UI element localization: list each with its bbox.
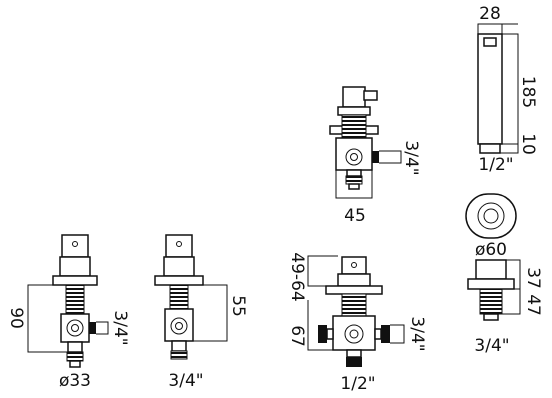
valve-unit-a: 90 3/4" ø33 [6, 234, 130, 391]
dim-f-projection: 47 [523, 294, 543, 316]
dim-a-diameter: ø33 [59, 371, 91, 391]
dim-c-width: 45 [344, 206, 366, 226]
valve-unit-c: 45 3/4" [329, 86, 421, 226]
outlet-unit-f: ø60 37 47 3/4" [465, 193, 543, 356]
dim-e-length: 185 [518, 76, 538, 108]
dim-b-thread: 3/4" [168, 371, 203, 391]
dim-e-connector: 1/2" [478, 155, 513, 175]
handset-unit-e: 28 185 10 1/2" [477, 4, 538, 175]
dim-d-adjust: 49-64 [287, 252, 307, 301]
dim-c-thread: 3/4" [401, 140, 421, 175]
dim-f-thread: 3/4" [474, 336, 509, 356]
dim-d-thread: 3/4" [407, 316, 427, 351]
dim-e-end: 10 [518, 133, 538, 155]
dim-d-height: 67 [287, 325, 307, 347]
dim-b-height: 55 [228, 295, 248, 317]
valve-unit-d: 49-64 67 3/4" 1/2" [287, 252, 427, 394]
dim-e-width: 28 [479, 4, 501, 24]
dim-a-height: 90 [6, 307, 26, 329]
dim-a-thread: 3/4" [110, 310, 130, 345]
dim-f-depth: 37 [523, 267, 543, 289]
dim-f-diameter: ø60 [475, 240, 507, 260]
valve-unit-b: 55 3/4" [154, 234, 248, 391]
dim-d-outlet: 1/2" [340, 374, 375, 394]
